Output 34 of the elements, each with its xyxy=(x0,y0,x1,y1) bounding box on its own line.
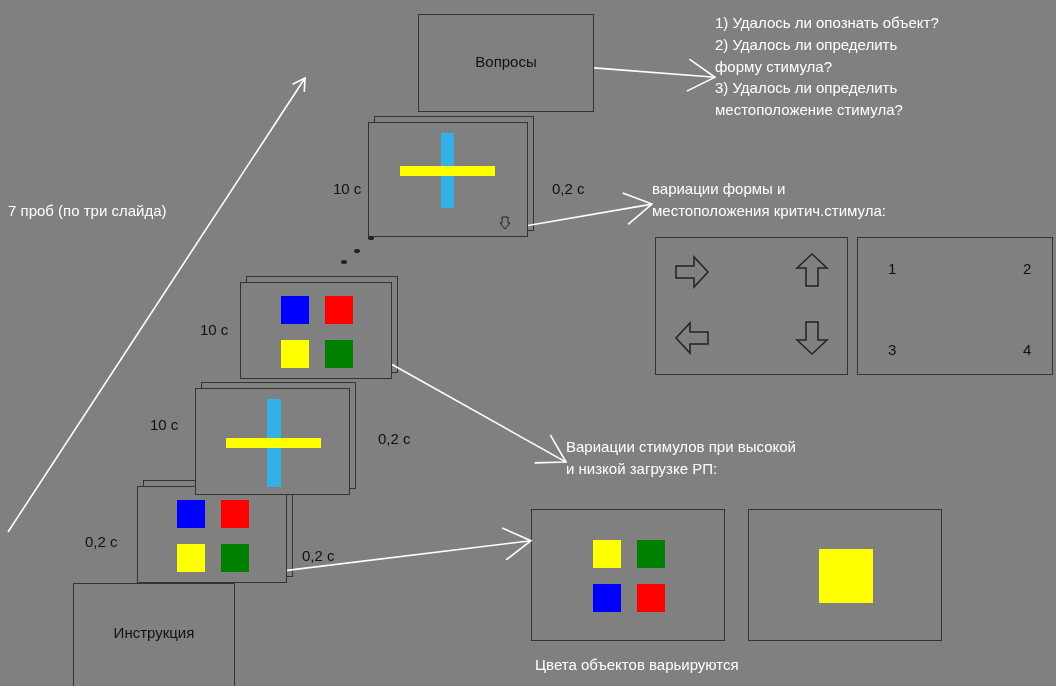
arrow xyxy=(286,527,532,572)
stimulus-panel xyxy=(531,509,725,641)
slide-frame xyxy=(195,388,350,495)
duration-label: 0,2 с xyxy=(552,180,585,197)
slide-frame xyxy=(368,122,528,237)
heading-text: Вариации стимулов при высокой и низкой загрузке РП: xyxy=(566,436,800,480)
duration-label: 10 с xyxy=(150,416,179,433)
position-number: 4 xyxy=(1023,341,1032,358)
stimulus-panel xyxy=(748,509,942,641)
duration-label: 0,2 с xyxy=(302,547,335,564)
note-text: Цвета объектов варьируются xyxy=(535,655,739,675)
arrow xyxy=(527,192,653,227)
duration-label: 0,2 с xyxy=(378,430,411,447)
duration-label: 0,2 с xyxy=(85,533,118,550)
duration-label: 10 с xyxy=(333,180,362,197)
duration-label: 10 с xyxy=(200,321,229,338)
position-number: 2 xyxy=(1023,260,1032,277)
slide-frame xyxy=(418,14,594,112)
slide-title: Инструкция xyxy=(112,624,196,641)
heading-text: вариации формы и местоположения критич.стимула: xyxy=(652,178,888,222)
position-number: 1 xyxy=(888,260,897,277)
question-text: 2) Удалось ли определить форму стимула? xyxy=(715,34,899,77)
slide-title: Вопросы xyxy=(474,53,538,70)
position-number: 3 xyxy=(888,341,897,358)
trial-count-label: 7 проб (по три слайда) xyxy=(8,201,167,221)
arrow xyxy=(593,58,716,92)
question-text: 1) Удалось ли опознать объект? xyxy=(715,13,940,33)
question-text: 3) Удалось ли определить местоположение стимула? xyxy=(715,78,904,120)
arrow xyxy=(391,363,567,464)
stimulus-panel xyxy=(857,237,1053,375)
slide-frame xyxy=(137,486,287,583)
slide-frame xyxy=(73,583,235,686)
stimulus-panel xyxy=(655,237,848,375)
slide-frame xyxy=(240,282,392,379)
